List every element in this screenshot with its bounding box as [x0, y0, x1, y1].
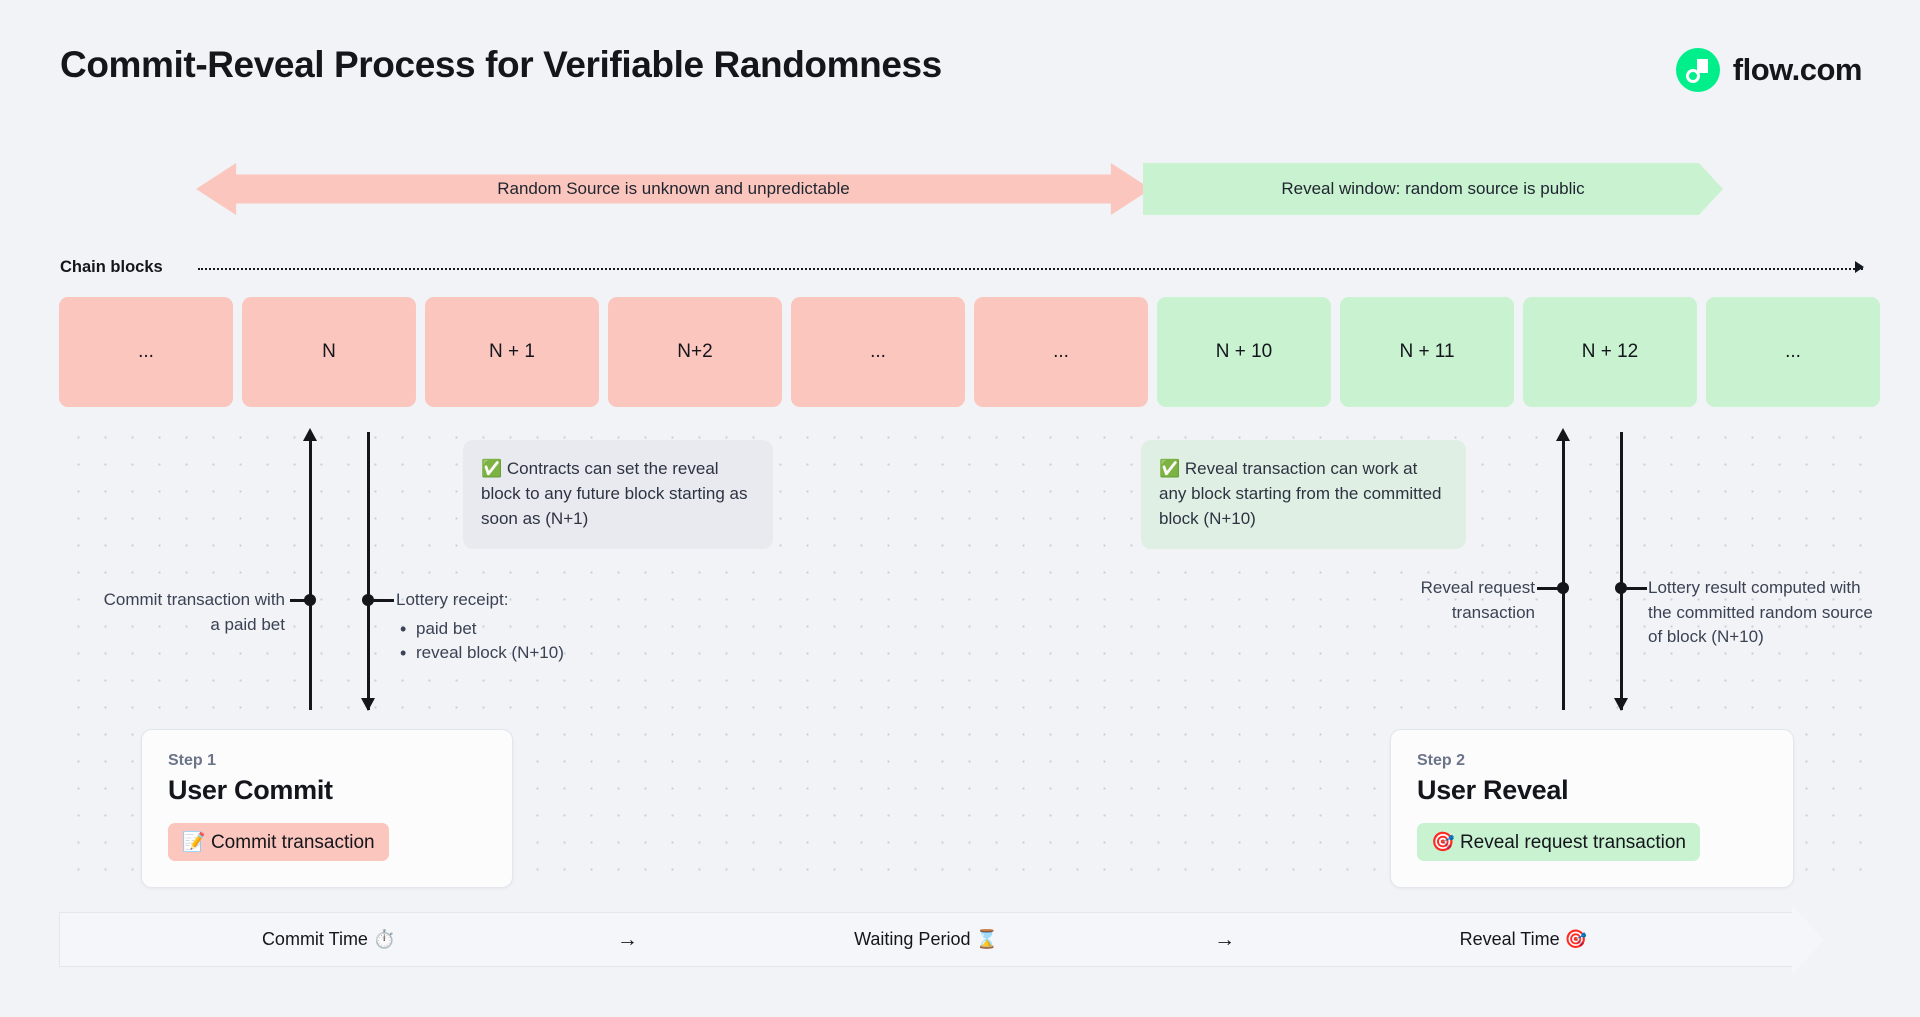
receipt-node-dot: [362, 594, 374, 606]
annotation-reveal-request: Reveal request transaction: [1360, 576, 1535, 625]
chain-block[interactable]: N + 10: [1157, 297, 1331, 407]
reveal-leader-line: [1537, 587, 1561, 590]
chain-block[interactable]: ...: [974, 297, 1148, 407]
page-title: Commit-Reveal Process for Verifiable Ran…: [60, 44, 942, 85]
timeline-segment-commit: Commit Time ⏱️: [60, 929, 597, 950]
banner-reveal-window: Reveal window: random source is public: [1143, 163, 1723, 215]
reveal-arrow-up-icon: [1556, 428, 1570, 441]
annotation-commit-transaction-text: Commit transaction with a paid bet: [103, 590, 285, 634]
result-arrow-line: [1620, 432, 1623, 710]
step-2-chip[interactable]: 🎯 Reveal request transaction: [1417, 823, 1700, 861]
chain-block[interactable]: N: [242, 297, 416, 407]
chain-blocks-row: ... N N + 1 N+2 ... ... N + 10 N + 11 N …: [59, 297, 1880, 407]
annotation-reveal-request-text: Reveal request transaction: [1420, 578, 1535, 622]
chain-block[interactable]: N+2: [608, 297, 782, 407]
step-2-title: User Reveal: [1417, 775, 1569, 805]
step-card-user-commit[interactable]: Step 1 User Commit 📝 Commit transaction: [141, 729, 513, 888]
timeline-arrow-icon: [1792, 905, 1824, 975]
brand-logo: flow.com: [1675, 48, 1863, 92]
timeline-commit-label: Commit Time: [261, 929, 368, 949]
lottery-receipt-title: Lottery receipt:: [396, 590, 509, 609]
commit-arrow-line: [309, 432, 312, 710]
check-icon: ✅: [1159, 459, 1181, 478]
chain-block[interactable]: ...: [791, 297, 965, 407]
commit-arrow-up-icon: [303, 428, 317, 441]
result-node-dot: [1615, 582, 1627, 594]
timeline-separator-1: →: [616, 927, 638, 951]
stopwatch-icon: ⏱️: [372, 929, 396, 949]
annotation-lottery-result: Lottery result computed with the committ…: [1648, 576, 1874, 650]
lottery-receipt-item: reveal block (N+10): [396, 640, 646, 666]
result-arrow-down-icon: [1614, 698, 1628, 711]
banner-unpredictable-label: Random Source is unknown and unpredictab…: [497, 179, 850, 198]
chain-block[interactable]: N + 12: [1523, 297, 1697, 407]
step-1-chip-label: Commit transaction: [210, 832, 375, 853]
target-icon: 🎯: [1564, 929, 1588, 949]
lottery-receipt-item: paid bet: [396, 616, 646, 642]
step-2-eyebrow: Step 2: [1417, 752, 1466, 769]
annotation-commit-transaction: Commit transaction with a paid bet: [90, 588, 285, 637]
step-2-chip-label: Reveal request transaction: [1459, 832, 1686, 853]
result-leader-line: [1623, 587, 1647, 590]
commit-leader-line: [290, 599, 312, 602]
chain-block[interactable]: ...: [59, 297, 233, 407]
chain-axis-line: [198, 268, 1863, 270]
callout-reveal: ✅ Reveal transaction can work at any blo…: [1141, 440, 1466, 550]
annotation-lottery-result-text: Lottery result computed with the committ…: [1648, 578, 1873, 647]
callout-reveal-text: Reveal transaction can work at any block…: [1159, 459, 1442, 529]
callout-contracts-text: Contracts can set the reveal block to an…: [481, 459, 748, 529]
step-1-eyebrow: Step 1: [168, 752, 217, 769]
receipt-arrow-down-icon: [361, 698, 375, 711]
annotation-lottery-receipt: Lottery receipt: paid bet reveal block (…: [396, 588, 646, 666]
target-icon: 🎯: [1431, 832, 1455, 853]
step-1-chip[interactable]: 📝 Commit transaction: [168, 823, 389, 861]
timeline-separator-2: →: [1214, 927, 1236, 951]
lottery-receipt-list: paid bet reveal block (N+10): [396, 616, 646, 666]
timeline-segment-waiting: Waiting Period ⌛: [657, 929, 1194, 950]
banner-unpredictable: Random Source is unknown and unpredictab…: [196, 163, 1151, 215]
phase-timeline: Commit Time ⏱️ → Waiting Period ⌛ → Reve…: [59, 912, 1793, 967]
callout-contracts: ✅ Contracts can set the reveal block to …: [463, 440, 773, 550]
chain-block[interactable]: N + 11: [1340, 297, 1514, 407]
receipt-arrow-line: [367, 432, 370, 710]
hourglass-icon: ⌛: [975, 929, 998, 949]
timeline-reveal-label: Reveal Time: [1459, 929, 1560, 949]
flow-logo-icon: [1675, 48, 1720, 92]
memo-icon: 📝: [182, 832, 206, 853]
banner-reveal-window-label: Reveal window: random source is public: [1281, 179, 1585, 198]
chain-block[interactable]: ...: [1706, 297, 1880, 407]
brand-name: flow.com: [1732, 52, 1863, 87]
chain-blocks-label: Chain blocks: [60, 258, 163, 276]
timeline-waiting-label: Waiting Period: [854, 929, 971, 949]
step-1-title: User Commit: [168, 775, 333, 805]
timeline-segment-reveal: Reveal Time 🎯: [1255, 929, 1792, 950]
receipt-leader-line: [370, 599, 394, 602]
chain-axis-arrow-icon: [1855, 261, 1864, 273]
check-icon: ✅: [481, 459, 503, 478]
reveal-node-dot: [1557, 582, 1569, 594]
step-card-user-reveal[interactable]: Step 2 User Reveal 🎯 Reveal request tran…: [1390, 729, 1794, 888]
reveal-arrow-line: [1562, 432, 1565, 710]
chain-block[interactable]: N + 1: [425, 297, 599, 407]
